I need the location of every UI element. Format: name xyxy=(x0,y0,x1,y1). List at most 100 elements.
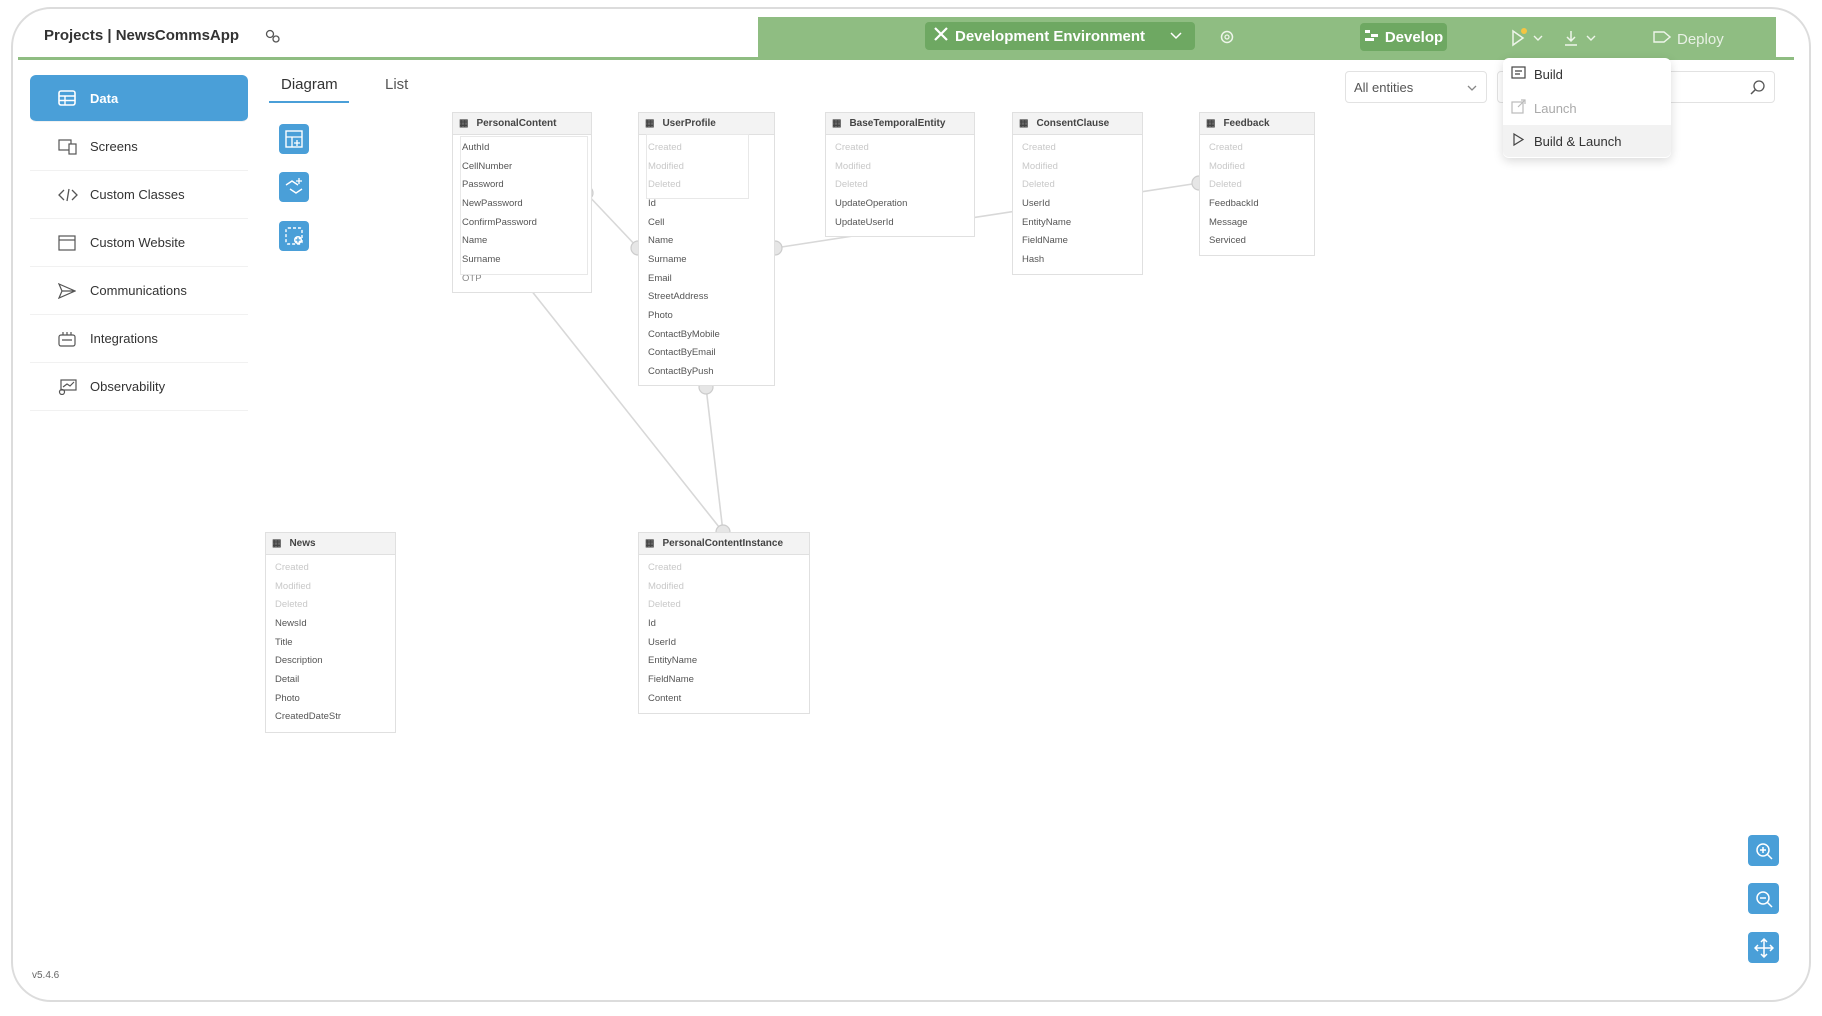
entity-filter-select[interactable]: All entities xyxy=(1345,71,1487,103)
entity-field[interactable]: Detail xyxy=(275,673,300,685)
entity-field[interactable]: OTP xyxy=(462,272,482,284)
entity-field[interactable]: Modified xyxy=(1209,160,1245,172)
add-entity-button[interactable] xyxy=(279,124,309,154)
entity-filter-value: All entities xyxy=(1354,80,1414,95)
sidebar-item-custom-website[interactable]: Custom Website xyxy=(30,219,248,267)
entity-field[interactable]: Modified xyxy=(648,160,684,172)
entity-field[interactable]: EntityName xyxy=(1022,216,1072,228)
entity-field[interactable]: FieldName xyxy=(648,673,694,685)
entity-field[interactable]: Id xyxy=(648,197,656,209)
sidebar-item-screens[interactable]: Screens xyxy=(30,123,248,171)
entity-field[interactable]: Description xyxy=(275,655,323,667)
entity-field[interactable]: Surname xyxy=(648,253,687,265)
table-icon: ▦ xyxy=(645,538,655,549)
entity-field[interactable]: Deleted xyxy=(835,179,868,191)
entity-field[interactable]: Modified xyxy=(648,580,684,592)
entity-field[interactable]: Content xyxy=(648,692,682,704)
environment-select[interactable]: Development Environment xyxy=(925,22,1195,50)
entity-field[interactable]: AuthId xyxy=(462,141,490,153)
entity-field[interactable]: UserId xyxy=(648,636,676,648)
entity-title: Feedback xyxy=(1223,118,1270,129)
code-icon xyxy=(58,187,78,203)
entity-field[interactable]: Hash xyxy=(1022,253,1045,265)
develop-button[interactable]: Develop xyxy=(1360,23,1447,51)
entity-field[interactable]: Modified xyxy=(275,580,311,592)
gear-icon[interactable] xyxy=(1218,28,1236,46)
entity-field[interactable]: Created xyxy=(648,141,682,153)
entity-field[interactable]: Modified xyxy=(835,160,871,172)
sidebar-item-communications[interactable]: Communications xyxy=(30,267,248,315)
entity-field[interactable]: Photo xyxy=(648,310,673,322)
sidebar-item-data[interactable]: Data xyxy=(30,75,248,122)
entity-field[interactable]: Cell xyxy=(648,216,665,228)
entity-field[interactable]: Modified xyxy=(1022,160,1058,172)
tab-diagram[interactable]: Diagram xyxy=(281,76,338,93)
add-group-button[interactable] xyxy=(279,221,309,251)
entity-field[interactable]: Photo xyxy=(275,692,300,704)
entity-field[interactable]: Created xyxy=(275,561,309,573)
entity-field[interactable]: UpdateOperation xyxy=(835,197,908,209)
sidebar-item-observability[interactable]: Observability xyxy=(30,363,248,411)
entity-field[interactable]: NewPassword xyxy=(462,197,523,209)
menu-item-build[interactable]: Build xyxy=(1503,58,1671,90)
entity-field[interactable]: FieldName xyxy=(1022,235,1068,247)
entity-user-profile[interactable]: ▦UserProfile Created Modified Deleted Id… xyxy=(638,112,775,386)
entity-field[interactable]: Deleted xyxy=(648,179,681,191)
relation-line xyxy=(518,274,724,533)
menu-item-launch[interactable]: Launch xyxy=(1503,92,1671,124)
entity-personal-content[interactable]: ▦PersonalContent AuthId CellNumber Passw… xyxy=(452,112,592,293)
fit-view-button[interactable] xyxy=(1748,932,1779,963)
zoom-out-button[interactable] xyxy=(1748,883,1779,914)
entity-field[interactable]: Deleted xyxy=(1209,179,1242,191)
entity-field[interactable]: Deleted xyxy=(648,599,681,611)
entity-field[interactable]: Serviced xyxy=(1209,235,1246,247)
entity-field[interactable]: Name xyxy=(462,235,488,247)
sidebar-item-integrations[interactable]: Integrations xyxy=(30,315,248,363)
entity-field[interactable]: ConfirmPassword xyxy=(462,216,537,228)
entity-feedback[interactable]: ▦Feedback Created Modified Deleted Feedb… xyxy=(1199,112,1315,256)
entity-field[interactable]: Surname xyxy=(462,253,501,265)
entity-field[interactable]: Name xyxy=(648,235,674,247)
sidebar-item-label: Integrations xyxy=(90,331,158,346)
entity-field[interactable]: Created xyxy=(648,561,682,573)
entity-field[interactable]: Password xyxy=(462,179,504,191)
entity-field[interactable]: Title xyxy=(275,636,293,648)
entity-field[interactable]: ContactByMobile xyxy=(648,328,720,340)
integrations-icon xyxy=(58,331,76,347)
entity-field[interactable]: CreatedDateStr xyxy=(275,711,342,723)
entity-field[interactable]: ContactByEmail xyxy=(648,347,716,359)
entity-base-temporal[interactable]: ▦BaseTemporalEntity Created Modified Del… xyxy=(825,112,975,237)
menu-item-build-launch[interactable]: Build & Launch xyxy=(1503,125,1671,157)
entity-field[interactable]: Message xyxy=(1209,216,1248,228)
entity-field[interactable]: Email xyxy=(648,272,672,284)
entity-field[interactable]: StreetAddress xyxy=(648,291,709,303)
run-menu-button[interactable] xyxy=(1510,27,1548,49)
deploy-button[interactable]: Deploy xyxy=(1653,30,1724,48)
entity-field[interactable]: FeedbackId xyxy=(1209,197,1259,209)
entity-field[interactable]: Deleted xyxy=(1022,179,1055,191)
entity-consent-clause[interactable]: ▦ConsentClause Created Modified Deleted … xyxy=(1012,112,1143,275)
table-icon: ▦ xyxy=(1019,118,1029,129)
entity-field[interactable]: CellNumber xyxy=(462,160,513,172)
entity-personal-content-instance[interactable]: ▦PersonalContentInstance Created Modifie… xyxy=(638,532,810,714)
develop-icon xyxy=(1364,28,1379,47)
entity-field[interactable]: Created xyxy=(1022,141,1056,153)
entity-field[interactable]: Id xyxy=(648,617,656,629)
entity-field[interactable]: EntityName xyxy=(648,655,698,667)
entity-news[interactable]: ▦News Created Modified Deleted NewsId Ti… xyxy=(265,532,396,733)
add-relation-button[interactable] xyxy=(279,172,309,202)
chevron-down-icon xyxy=(1169,28,1183,46)
sidebar-item-custom-classes[interactable]: Custom Classes xyxy=(30,171,248,219)
entity-field[interactable]: UpdateUserId xyxy=(835,216,894,228)
tab-list[interactable]: List xyxy=(385,76,409,93)
entity-field[interactable]: ContactByPush xyxy=(648,366,714,378)
entity-field[interactable]: NewsId xyxy=(275,617,307,629)
entity-field[interactable]: Created xyxy=(835,141,869,153)
download-menu-button[interactable] xyxy=(1563,28,1601,50)
entity-field[interactable]: Created xyxy=(1209,141,1243,153)
chevron-down-icon xyxy=(1466,82,1478,97)
project-settings-icon[interactable] xyxy=(263,27,283,47)
zoom-in-button[interactable] xyxy=(1748,835,1779,866)
entity-field[interactable]: UserId xyxy=(1022,197,1050,209)
entity-field[interactable]: Deleted xyxy=(275,599,308,611)
